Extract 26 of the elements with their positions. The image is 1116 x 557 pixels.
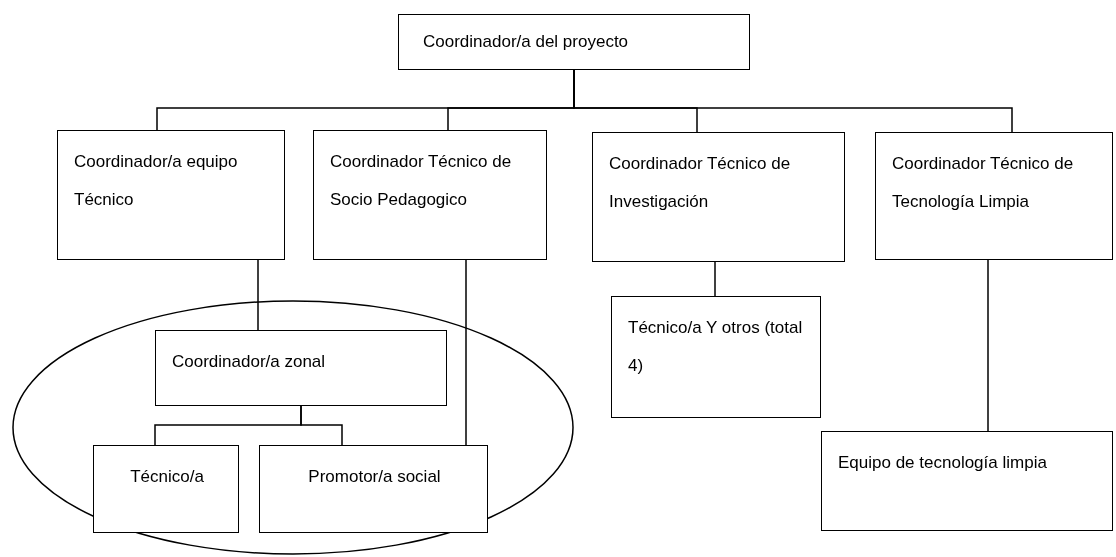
org-box bbox=[93, 445, 239, 533]
node-label: Equipo de tecnología limpia bbox=[838, 452, 1047, 474]
org-box bbox=[821, 431, 1113, 531]
node-label: Coordinador/a del proyecto bbox=[423, 31, 629, 53]
node-label: Promotor/a social bbox=[308, 466, 441, 488]
connector-line bbox=[300, 405, 343, 446]
node-label: Técnico/a Y otros (total 4) bbox=[628, 317, 804, 377]
node-label: Coordinador Técnico de Socio Pedagogico bbox=[330, 151, 513, 211]
org-box bbox=[259, 445, 488, 533]
org-box bbox=[592, 132, 845, 262]
node-label: Coordinador/a zonal bbox=[172, 351, 326, 373]
connector-line bbox=[257, 259, 259, 331]
node-label: Técnico/a bbox=[130, 466, 204, 488]
node-label: Coordinador/a equipo Técnico bbox=[74, 151, 239, 211]
org-box bbox=[155, 330, 447, 406]
connector-line bbox=[987, 259, 989, 432]
connector-line bbox=[714, 261, 716, 297]
org-box bbox=[313, 130, 547, 260]
connector-line bbox=[465, 259, 467, 446]
org-box bbox=[875, 132, 1113, 260]
group-ellipse bbox=[12, 300, 574, 555]
node-label: Coordinador Técnico de Investigación bbox=[609, 153, 792, 213]
org-box bbox=[398, 14, 750, 70]
org-box bbox=[611, 296, 821, 418]
node-label: Coordinador Técnico de Tecnología Limpia bbox=[892, 153, 1075, 213]
org-box bbox=[57, 130, 285, 260]
